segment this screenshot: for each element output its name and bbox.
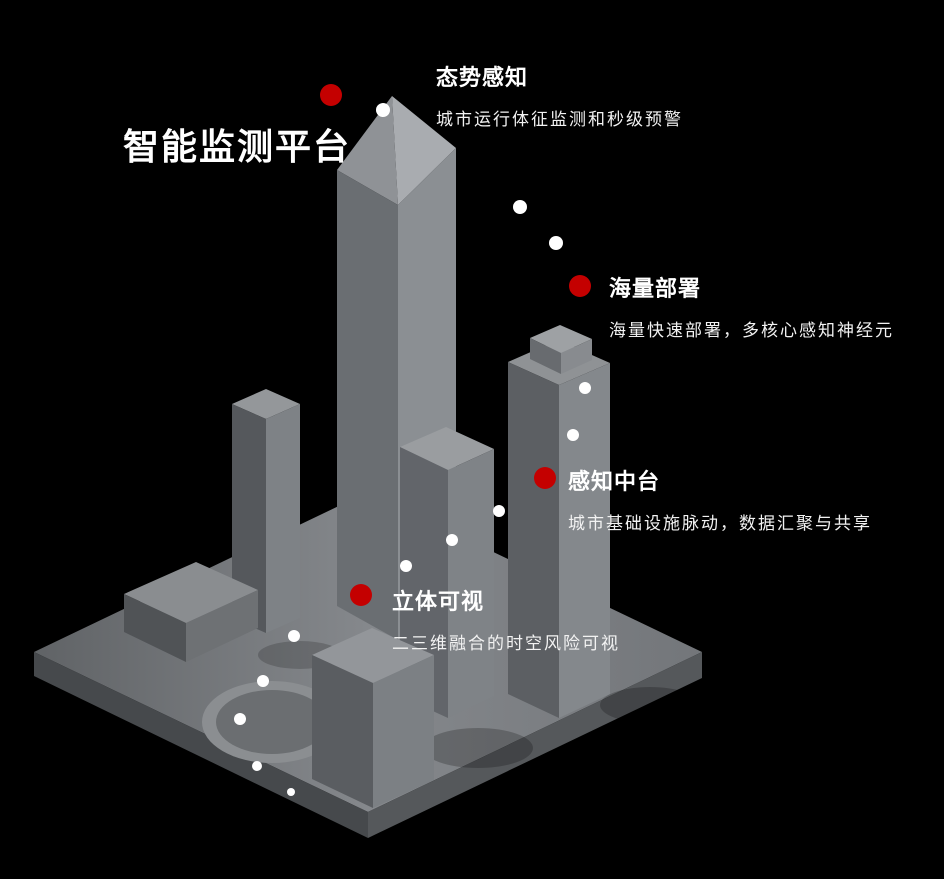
page-title: 智能监测平台	[123, 127, 352, 168]
feature-desc: 城市基础设施脉动，数据汇聚与共享	[568, 514, 872, 534]
marker-situational-awareness-dot	[320, 84, 342, 106]
marker-perception-platform-dot	[534, 467, 556, 489]
trail-dot	[287, 788, 295, 796]
tower-right	[508, 325, 610, 718]
feature-massive-deployment: 海量部署 海量快速部署，多核心感知神经元	[609, 271, 894, 341]
feature-title: 立体可视	[392, 590, 485, 615]
trail-dot	[493, 505, 505, 517]
feature-situational-awareness: 态势感知 城市运行体征监测和秒级预警	[436, 60, 683, 130]
trail-dot	[234, 713, 246, 725]
building-small-left	[232, 389, 300, 633]
trail-dot	[257, 675, 269, 687]
dotted-trail	[234, 103, 591, 796]
trail-dot	[446, 534, 458, 546]
feature-desc: 海量快速部署，多核心感知神经元	[609, 321, 894, 341]
feature-markers	[320, 84, 591, 606]
feature-desc: 二三维融合的时空风险可视	[392, 634, 620, 654]
feature-title: 态势感知	[436, 66, 529, 91]
building-front	[312, 628, 434, 808]
feature-title: 海量部署	[609, 277, 702, 302]
feature-title: 感知中台	[568, 470, 661, 495]
building-low-left	[124, 562, 258, 662]
trail-dot	[549, 236, 563, 250]
trail-dot	[400, 560, 412, 572]
feature-stereo-visual: 立体可视 二三维融合的时空风险可视	[392, 584, 620, 654]
feature-desc: 城市运行体征监测和秒级预警	[436, 110, 683, 130]
marker-massive-deployment-dot	[569, 275, 591, 297]
trail-dot	[513, 200, 527, 214]
marker-stereo-visual-dot	[350, 584, 372, 606]
trail-dot	[579, 382, 591, 394]
trail-dot	[288, 630, 300, 642]
trail-dot	[376, 103, 390, 117]
circular-pad	[202, 681, 342, 763]
trail-dot	[567, 429, 579, 441]
trail-dot	[252, 761, 262, 771]
tower-main	[337, 96, 456, 640]
feature-perception-platform: 感知中台 城市基础设施脉动，数据汇聚与共享	[568, 464, 872, 534]
